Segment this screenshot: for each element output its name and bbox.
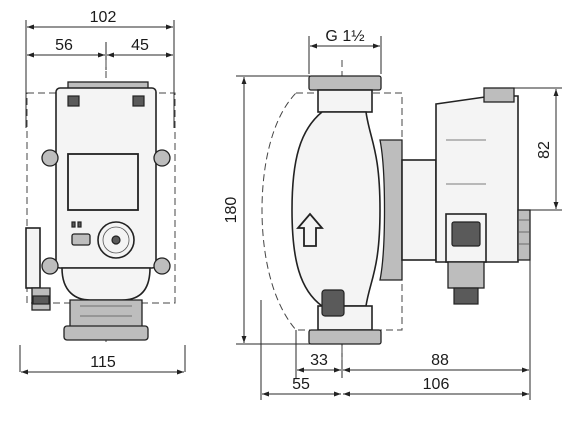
pump-body <box>291 111 381 307</box>
dim-label-106: 106 <box>423 376 450 393</box>
dim-label-82: 82 <box>536 141 553 159</box>
dim-label-56: 56 <box>55 37 73 54</box>
mode-indicator <box>71 233 91 246</box>
dim-label-115: 115 <box>90 354 116 371</box>
display-window <box>67 153 139 211</box>
dim-label-102: 102 <box>90 9 117 26</box>
dim-label-45: 45 <box>131 37 149 54</box>
dim-label-88: 88 <box>431 352 449 369</box>
control-knob <box>97 221 135 259</box>
side-view: G 1½ 180 82 33 88 55 106 <box>223 28 562 400</box>
flow-direction-arrow <box>296 212 324 247</box>
dim-label-180: 180 <box>223 197 240 224</box>
pump-volute <box>61 267 151 301</box>
dim-label-55: 55 <box>292 376 310 393</box>
front-view: 102 56 45 115 <box>19 9 186 375</box>
dim-label-33: 33 <box>310 352 328 369</box>
dim-label-thread: G 1½ <box>325 28 364 45</box>
